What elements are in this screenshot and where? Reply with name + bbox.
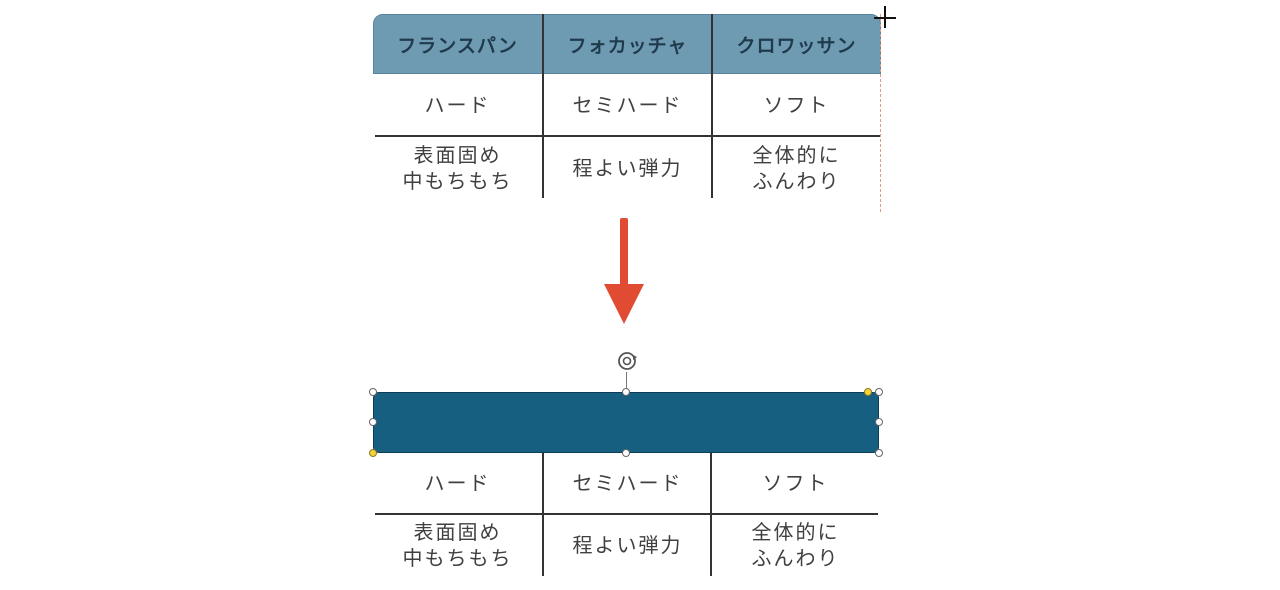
adjust-handle[interactable] — [369, 449, 377, 457]
row-divider — [375, 513, 878, 515]
rotate-handle-icon[interactable] — [614, 348, 640, 374]
table-cell[interactable]: 全体的に ふんわり — [712, 137, 881, 198]
column-divider — [542, 14, 544, 198]
header-cell-focaccia[interactable]: フォカッチャ — [567, 34, 688, 57]
cell-line: 全体的に — [751, 520, 840, 544]
table-cell[interactable]: セミハード — [572, 93, 683, 117]
down-arrow-icon — [604, 284, 644, 324]
column-divider — [711, 14, 713, 198]
table-cell[interactable]: セミハード — [572, 471, 683, 495]
cell-line: ふんわり — [752, 168, 841, 193]
table-cell[interactable]: 程よい弾力 — [572, 155, 683, 180]
cell-line: 中もちもち — [402, 168, 513, 193]
rotate-handle-stem — [626, 372, 627, 392]
cell-line: ふんわり — [751, 546, 840, 570]
cell-line: 表面固め — [413, 142, 502, 167]
resize-handle-right[interactable] — [875, 418, 883, 426]
smart-guide-line — [880, 14, 881, 212]
table-cell[interactable]: 全体的に ふんわり — [711, 515, 880, 575]
resize-handle-bottom[interactable] — [622, 449, 630, 457]
header-cell-croissant[interactable]: クロワッサン — [736, 34, 857, 57]
resize-handle-left[interactable] — [369, 418, 377, 426]
resize-handle-top-left[interactable] — [369, 388, 377, 396]
table-cell[interactable]: 程よい弾力 — [572, 533, 683, 557]
resize-handle-bottom-right[interactable] — [875, 449, 883, 457]
cell-line: 表面固め — [413, 520, 502, 544]
down-arrow-icon — [620, 218, 628, 290]
top-table-header-row[interactable] — [373, 14, 881, 74]
table-cell[interactable]: 表面固め 中もちもち — [373, 137, 542, 198]
resize-handle-top[interactable] — [622, 388, 630, 396]
row-divider — [375, 135, 881, 137]
table-cell[interactable]: ハード — [424, 93, 491, 117]
table-cell[interactable]: ハード — [424, 471, 491, 495]
cell-line: 全体的に — [752, 142, 841, 167]
table-cell[interactable]: ソフト — [762, 471, 829, 495]
table-cell[interactable]: 表面固め 中もちもち — [373, 515, 542, 575]
crosshair-cursor-icon — [884, 6, 886, 28]
cell-line: 中もちもち — [402, 546, 513, 570]
adjust-handle[interactable] — [864, 388, 872, 396]
resize-handle-top-right[interactable] — [875, 388, 883, 396]
column-divider — [542, 453, 544, 576]
table-cell[interactable]: ソフト — [763, 93, 830, 117]
selected-rectangle-shape[interactable] — [373, 392, 879, 453]
header-cell-french-bread[interactable]: フランスパン — [397, 34, 518, 57]
column-divider — [710, 453, 712, 576]
